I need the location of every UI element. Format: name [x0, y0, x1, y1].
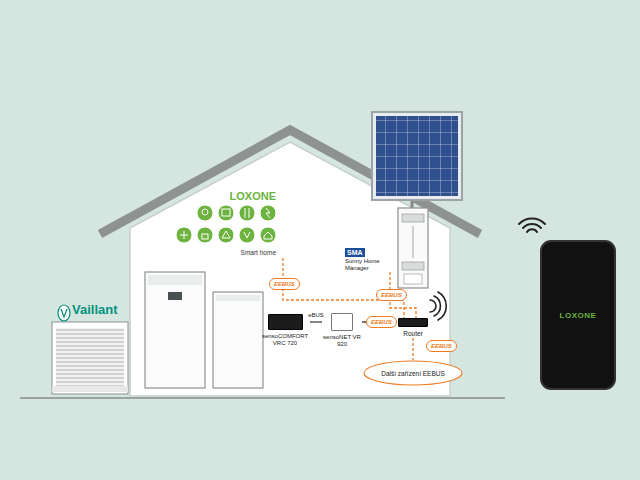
- controller-device: sensoCOMFORT VRC 720: [260, 314, 310, 347]
- bus-wire: [310, 321, 322, 322]
- heat-pump-unit: Vaillant: [50, 300, 132, 396]
- node-sublabel: Sunny Home Manager: [345, 258, 393, 272]
- energy-manager: SMASunny Home Manager: [345, 248, 393, 272]
- device-body: [398, 318, 428, 327]
- node-label: SMA: [345, 248, 365, 257]
- gateway-device: sensoNET VR 920: [322, 313, 362, 348]
- device-body: [268, 314, 303, 330]
- protocol-badge: EEBUS: [376, 289, 407, 301]
- eebus-link: [412, 338, 413, 360]
- node-label: sensoCOMFORT VRC 720: [260, 333, 310, 347]
- smart-home-panel: LOXONE Smart home: [170, 186, 290, 258]
- node-label: LOXONE: [560, 311, 597, 320]
- node-sublabel: Smart home: [241, 249, 276, 256]
- node-label: Další zařízení EEBUS: [381, 370, 445, 377]
- smartphone: LOXONE: [540, 240, 616, 390]
- device-body: [331, 313, 353, 331]
- node-label: LOXONE: [230, 190, 276, 202]
- protocol-badge: EEBUS: [426, 340, 457, 352]
- edge-label: eBUS: [307, 312, 325, 319]
- node-label: sensoNET VR 920: [322, 334, 362, 348]
- device-oval: Další zařízení EEBUS: [363, 360, 463, 386]
- node-label: Router: [403, 330, 423, 338]
- protocol-badge: EEBUS: [366, 316, 397, 328]
- node-label: Vaillant: [72, 302, 118, 317]
- eebus-link: [283, 258, 404, 318]
- protocol-badge: EEBUS: [269, 278, 300, 290]
- router-device: Router: [396, 318, 430, 338]
